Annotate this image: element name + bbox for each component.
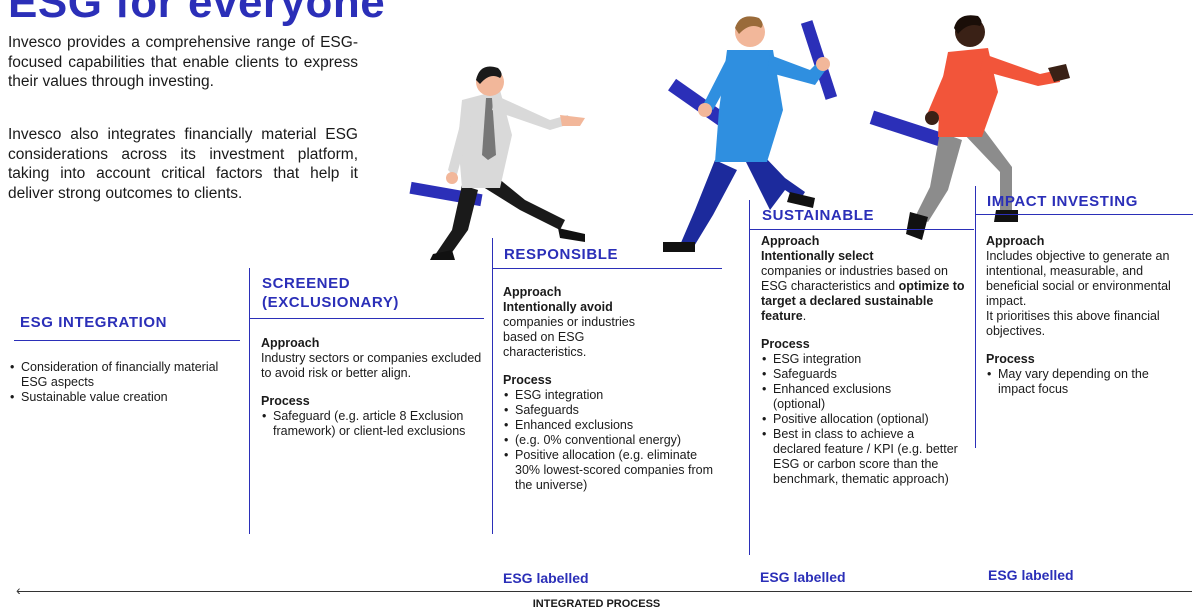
list-item: Positive allocation (e.g. eliminate 30% …: [503, 448, 715, 493]
col-sustainable-body: Approach Intentionally select companies …: [761, 234, 971, 487]
col-esg-integration-rule: [14, 340, 240, 341]
col-impact-footer: ESG labelled: [988, 567, 1074, 583]
list-item: Enhanced exclusions (optional): [761, 382, 923, 412]
col-screened-divider: [249, 268, 250, 534]
col-impact-body: Approach Includes objective to generate …: [986, 234, 1191, 397]
woman-illustration: [869, 15, 1070, 240]
axis-label: INTEGRATED PROCESS: [532, 598, 661, 610]
col-sustainable-footer: ESG labelled: [760, 569, 846, 585]
col-responsible-footer: ESG labelled: [503, 570, 589, 586]
col-responsible-rule: [493, 268, 722, 269]
process-label: Process: [986, 352, 1035, 366]
list-item: Safeguards: [761, 367, 971, 382]
col-screened-body: Approach Industry sectors or companies e…: [261, 336, 491, 439]
list-item: ESG integration: [761, 352, 971, 367]
approach-label: Approach: [761, 234, 820, 248]
col-esg-integration-title: ESG INTEGRATION: [20, 314, 168, 331]
col-sustainable-title: SUSTAINABLE: [762, 207, 875, 224]
col-responsible-body: Approach Intentionally avoid companies o…: [503, 285, 733, 493]
process-list: May vary depending on the impact focus: [986, 367, 1191, 397]
approach-text: Industry sectors or companies excluded t…: [261, 351, 482, 380]
arrow-left-icon: ‹: [16, 582, 21, 598]
process-label: Process: [261, 394, 310, 408]
approach-text: Includes objective to generate an intent…: [986, 249, 1171, 308]
list-item: Enhanced exclusions: [503, 418, 733, 433]
col-responsible-title: RESPONSIBLE: [504, 246, 619, 263]
intro-paragraph-2: Invesco also integrates financially mate…: [8, 126, 358, 202]
casual-man-illustration: [663, 16, 838, 252]
col-sustainable-rule: [750, 229, 974, 230]
list-item: Best in class to achieve a declared feat…: [761, 427, 958, 487]
integrated-process-axis: [18, 591, 1192, 592]
approach-bold-2: optimize to target a declared sustainabl…: [761, 279, 965, 323]
approach-text-2: It prioritises this above financial obje…: [986, 309, 1160, 338]
list-item: ESG integration: [503, 388, 733, 403]
list-item: Sustainable value creation: [9, 390, 234, 405]
col-esg-integration-list: Consideration of financially material ES…: [9, 360, 234, 405]
approach-text: companies or industries based on ESG cha…: [503, 315, 636, 359]
approach-end: .: [802, 309, 807, 323]
list-item: (e.g. 0% conventional energy): [503, 433, 733, 448]
col-responsible-divider: [492, 238, 493, 534]
col-impact-title: IMPACT INVESTING: [987, 193, 1138, 210]
list-item: Safeguards: [503, 403, 733, 418]
approach-label: Approach: [986, 234, 1045, 248]
process-label: Process: [761, 337, 810, 351]
businessman-illustration: [409, 66, 585, 260]
col-sustainable-divider: [749, 200, 750, 555]
col-screened-title: SCREENED (EXCLUSIONARY): [262, 275, 400, 311]
approach-label: Approach: [261, 336, 320, 350]
col-impact-divider: [975, 186, 976, 448]
process-list: ESG integration Safeguards Enhanced excl…: [761, 352, 971, 487]
process-label: Process: [503, 373, 552, 387]
intro-paragraph-1: Invesco provides a comprehensive range o…: [8, 34, 358, 90]
process-list: ESG integration Safeguards Enhanced excl…: [503, 388, 733, 493]
col-impact-rule: [976, 214, 1193, 215]
list-item: Safeguard (e.g. article 8 Exclusion fram…: [261, 409, 491, 439]
approach-bold: Intentionally select: [761, 249, 874, 263]
approach-text: companies or industries based on ESG cha…: [761, 264, 948, 293]
approach-label: Approach: [503, 285, 562, 299]
list-item: May vary depending on the impact focus: [986, 367, 1183, 397]
list-item: Consideration of financially material ES…: [9, 360, 234, 390]
col-screened-rule: [250, 318, 484, 319]
page-title: ESG for everyone: [8, 0, 386, 27]
list-item: Positive allocation (optional): [761, 412, 971, 427]
process-list: Safeguard (e.g. article 8 Exclusion fram…: [261, 409, 491, 439]
approach-bold: Intentionally avoid: [503, 300, 613, 314]
